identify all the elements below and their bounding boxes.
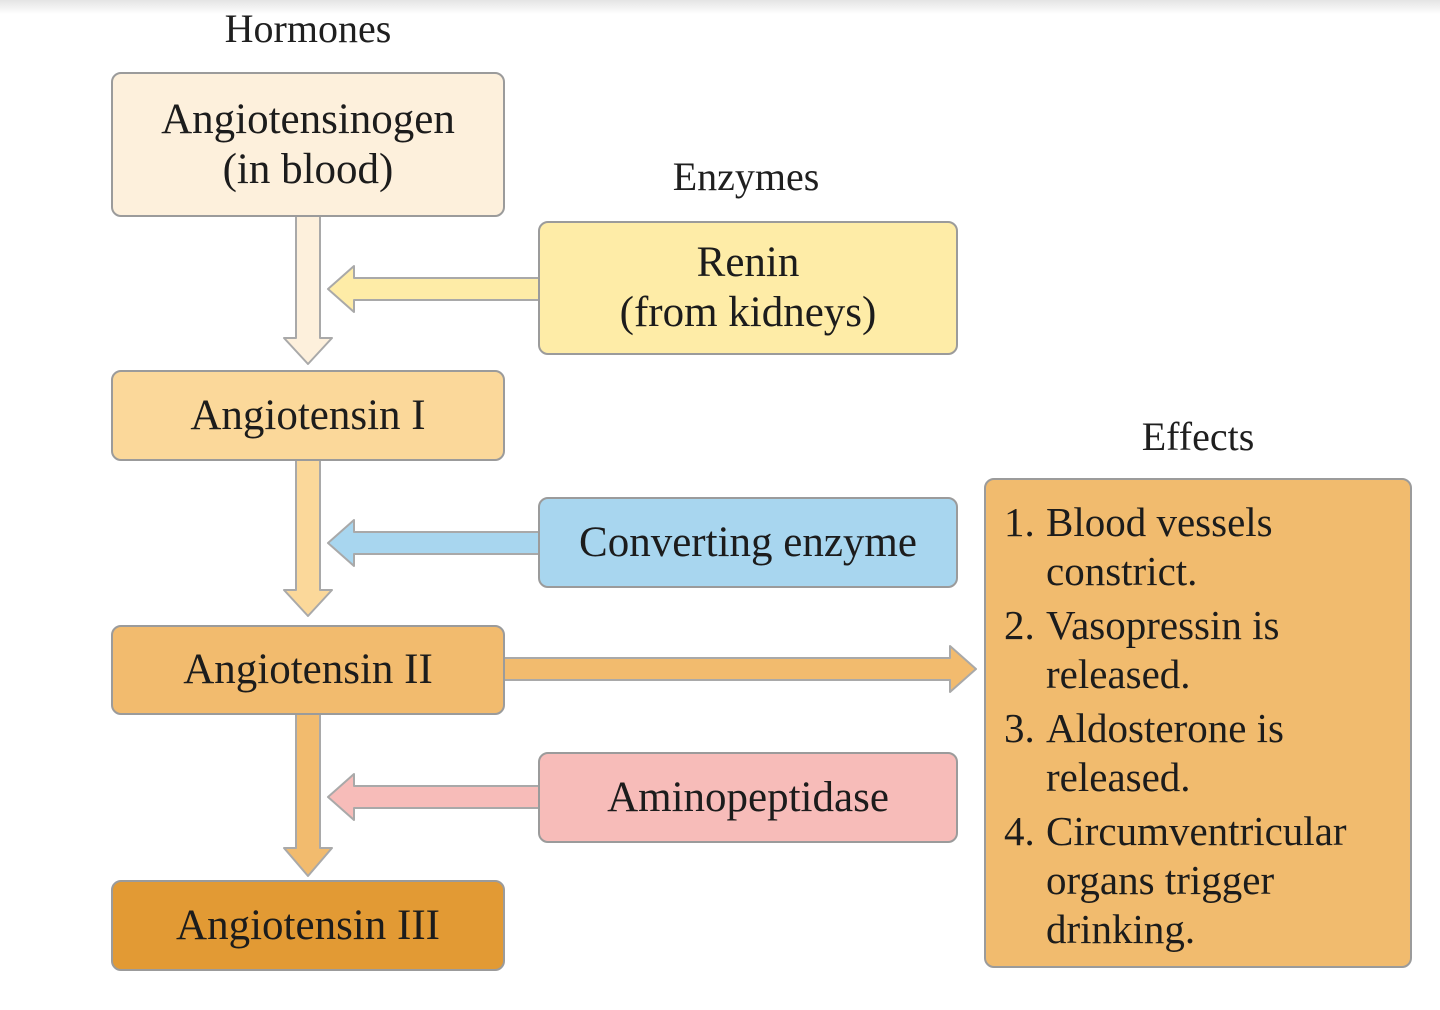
hormone-box-angiotensin-iii: Angiotensin III bbox=[111, 880, 505, 971]
arrow-angiotensin-ii-to-angiotensin-iii bbox=[283, 713, 333, 877]
top-shade bbox=[0, 0, 1440, 14]
arrow-angiotensin-i-to-angiotensin-ii bbox=[283, 459, 333, 617]
enzyme-sublabel: (from kidneys) bbox=[619, 289, 877, 336]
hormone-box-angiotensin-i: Angiotensin I bbox=[111, 370, 505, 461]
effect-text: Blood vessels constrict. bbox=[1046, 499, 1273, 594]
enzyme-box-converting-enzyme: Converting enzyme bbox=[538, 497, 958, 588]
enzyme-label: Renin bbox=[696, 239, 800, 286]
hormone-sublabel: (in blood) bbox=[222, 145, 394, 193]
effects-heading: Effects bbox=[1141, 414, 1255, 459]
effect-text: Circumventricular organs trigger drinkin… bbox=[1046, 808, 1347, 952]
effect-item: 4. Circumventricular organs trigger drin… bbox=[1004, 807, 1410, 954]
hormone-label: Angiotensinogen bbox=[161, 95, 455, 143]
hormone-label: Angiotensin I bbox=[190, 391, 426, 439]
effect-text: Vasopressin is released. bbox=[1046, 602, 1280, 697]
arrow-aminopeptidase bbox=[327, 773, 541, 821]
enzymes-heading: Enzymes bbox=[672, 154, 820, 199]
enzyme-label: Converting enzyme bbox=[579, 518, 917, 566]
effect-item: 3. Aldosterone is released. bbox=[1004, 704, 1410, 802]
effect-text: Aldosterone is released. bbox=[1046, 705, 1284, 800]
hormone-label: Angiotensin III bbox=[176, 901, 440, 949]
effect-number: 4. bbox=[1004, 808, 1035, 854]
effect-item: 2. Vasopressin is released. bbox=[1004, 601, 1410, 699]
enzyme-box-renin: Renin (from kidneys) bbox=[538, 221, 958, 355]
effects-box: 1. Blood vessels constrict. 2. Vasopress… bbox=[984, 478, 1412, 968]
arrow-angiotensinogen-to-angiotensin-i bbox=[283, 215, 333, 365]
arrow-renin bbox=[327, 265, 541, 313]
hormone-label: Angiotensin II bbox=[183, 646, 433, 693]
arrow-to-effects bbox=[503, 645, 977, 693]
effect-number: 3. bbox=[1004, 705, 1035, 751]
hormone-box-angiotensinogen: Angiotensinogen (in blood) bbox=[111, 72, 505, 217]
enzyme-label: Aminopeptidase bbox=[607, 773, 889, 821]
effect-number: 1. bbox=[1004, 499, 1035, 545]
effect-number: 2. bbox=[1004, 602, 1035, 648]
hormone-box-angiotensin-ii: Angiotensin II bbox=[111, 625, 505, 715]
arrow-converting-enzyme bbox=[327, 519, 541, 567]
hormones-heading: Hormones bbox=[224, 6, 392, 51]
effect-item: 1. Blood vessels constrict. bbox=[1004, 498, 1410, 596]
enzyme-box-aminopeptidase: Aminopeptidase bbox=[538, 752, 958, 843]
